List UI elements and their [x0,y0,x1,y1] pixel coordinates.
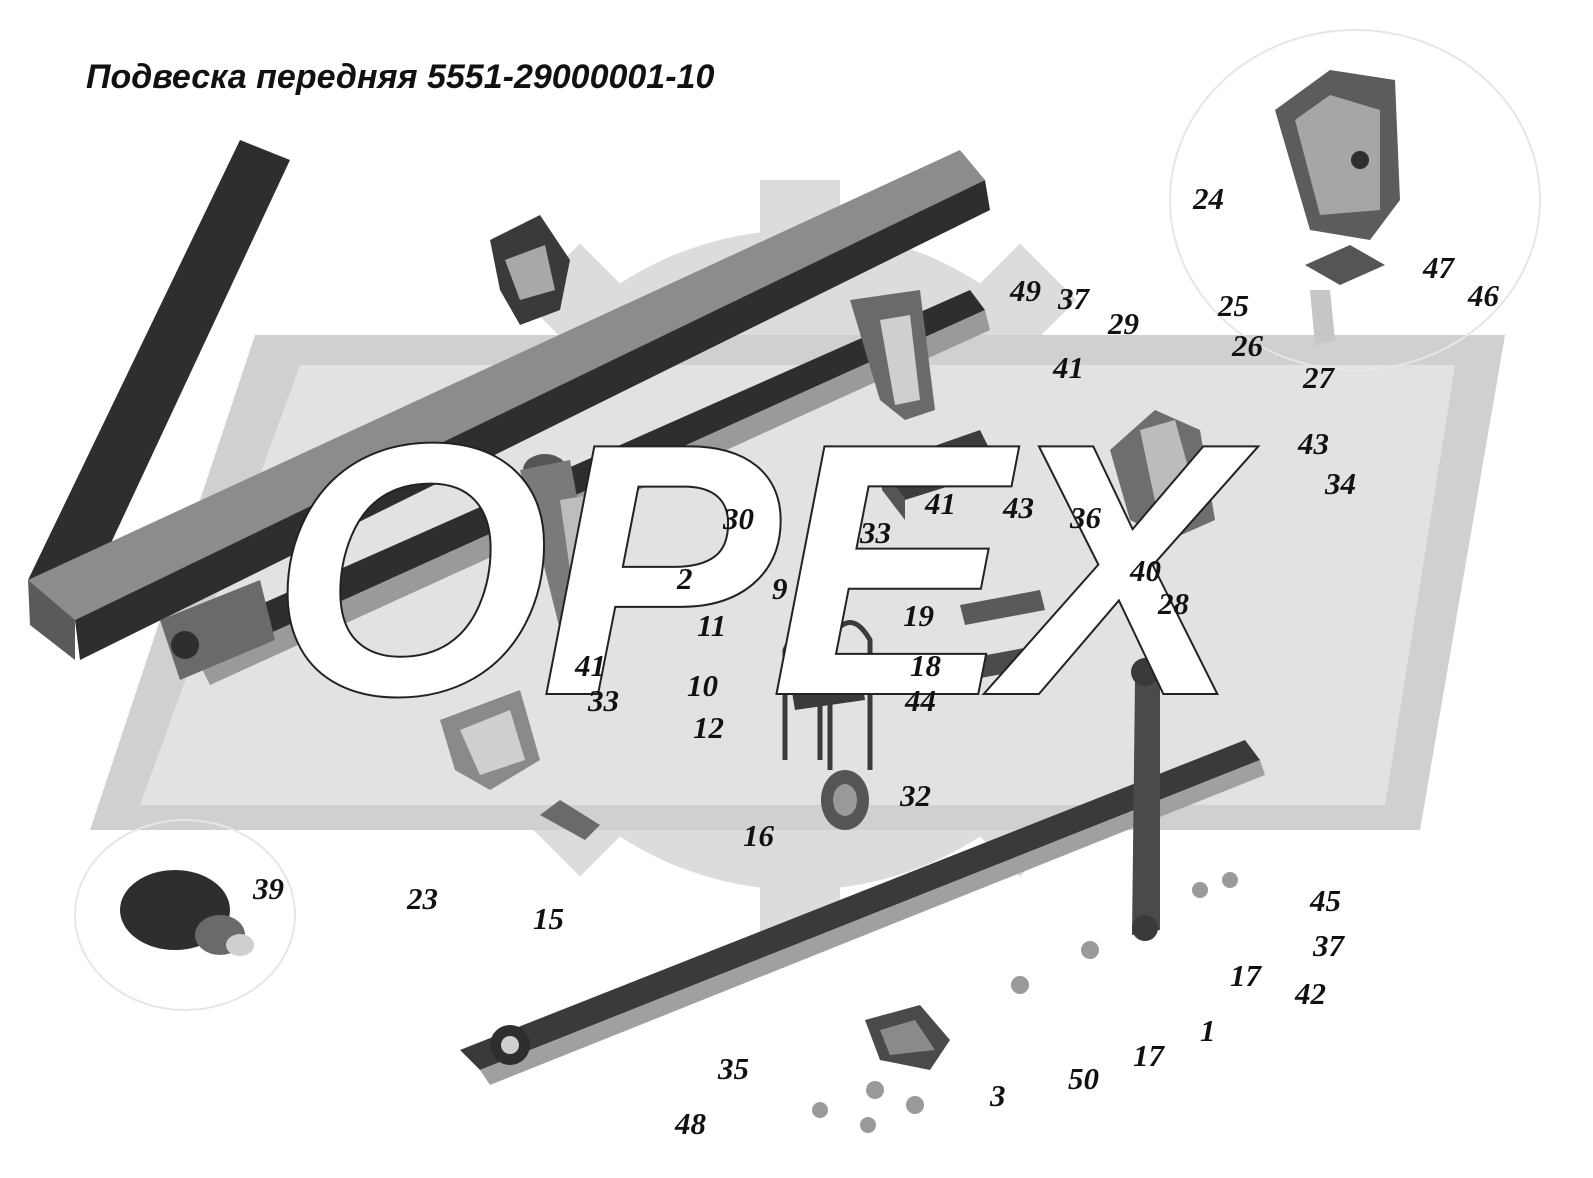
callout-50: 50 [1068,1061,1099,1096]
callout-37: 37 [1313,928,1344,963]
callout-37: 37 [1058,281,1089,316]
callout-35: 35 [718,1051,749,1086]
frame-rail-lower [180,290,990,685]
callout-34: 34 [1325,466,1356,501]
u-bolts [782,620,873,770]
bolt-27 [1310,290,1335,345]
callout-3: 3 [990,1078,1006,1113]
shock-absorber [1131,658,1160,941]
fasteners [812,872,1238,1133]
callout-10: 10 [687,668,718,703]
callout-43: 43 [1298,426,1329,461]
callout-18: 18 [910,648,941,683]
diagram-title: Подвеска передняя 5551-29000001-10 [86,58,715,96]
callout-32: 32 [900,778,931,813]
callout-41: 41 [1053,350,1084,385]
callout-23: 23 [407,881,438,916]
callout-24: 24 [1193,181,1224,216]
callout-40: 40 [1130,553,1161,588]
callout-47: 47 [1423,250,1454,285]
rear-hanger [850,290,935,420]
callout-19: 19 [903,598,934,633]
callout-28: 28 [1158,586,1189,621]
callout-9: 9 [772,571,788,606]
callout-48: 48 [675,1106,706,1141]
callout-33: 33 [588,683,619,718]
detail-circles [74,29,1541,1011]
callout-11: 11 [697,608,727,643]
frame-rail-upper [28,140,990,660]
callout-26: 26 [1232,328,1263,363]
bracket-24 [1275,70,1400,240]
callout-39: 39 [253,871,284,906]
bracket-3 [865,1005,950,1070]
callout-29: 29 [1108,306,1139,341]
u-bolt-plate [790,670,865,710]
callout-15: 15 [533,901,564,936]
buffer-16 [821,770,869,830]
callout-46: 46 [1468,278,1499,313]
callout-17: 17 [1230,958,1261,993]
callout-36: 36 [1070,500,1101,535]
bracket-lower-left [440,690,540,790]
callout-2: 2 [677,561,693,596]
leaf-spring [460,740,1265,1085]
callout-41: 41 [575,648,606,683]
callout-12: 12 [693,710,724,745]
callout-25: 25 [1218,288,1249,323]
callout-45: 45 [1310,883,1341,918]
bushing-39 [120,870,254,956]
callout-42: 42 [1295,976,1326,1011]
spring-bracket-40 [1110,410,1215,540]
watermark-logo-text: OPEX [269,369,1241,771]
callout-16: 16 [743,818,774,853]
pin-15 [540,800,600,840]
callout-30: 30 [723,501,754,536]
bracket-upper [490,215,570,325]
plate-47 [1305,245,1385,285]
callout-44: 44 [905,683,936,718]
callout-1: 1 [1200,1013,1216,1048]
callout-49: 49 [1010,273,1041,308]
spring-hanger [520,454,600,630]
callout-33: 33 [860,515,891,550]
shackle-block [880,430,1000,520]
callout-41: 41 [925,486,956,521]
callout-43: 43 [1003,490,1034,525]
stabilizer-pads [960,590,1050,680]
callout-27: 27 [1303,360,1334,395]
front-eye-bracket [160,580,275,680]
callout-17: 17 [1133,1038,1164,1073]
